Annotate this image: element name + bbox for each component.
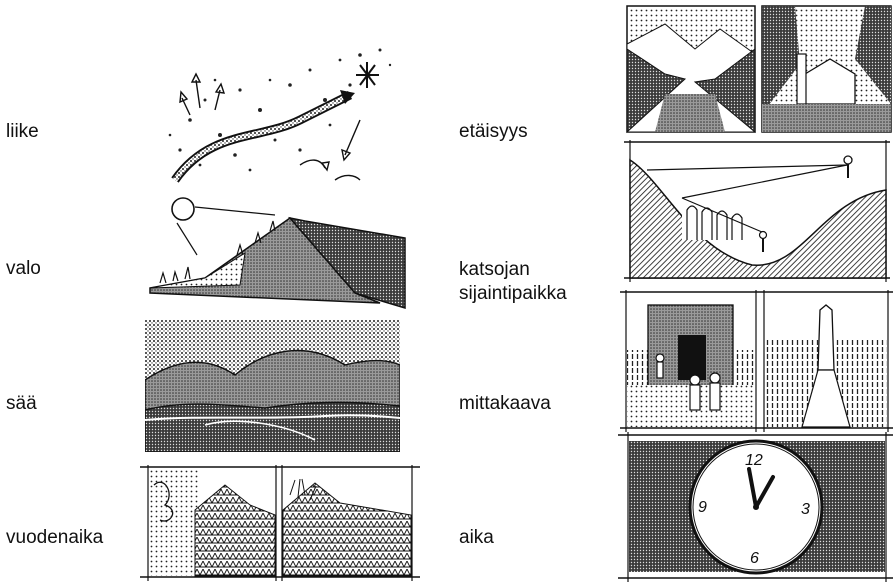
clock-number-3: 3 [801,499,810,521]
label-vuodenaika: vuodenaika [6,527,103,549]
label-etaisyys: etäisyys [459,121,528,143]
illustration-seasons [140,465,420,581]
clock-number-6: 6 [750,548,759,570]
clock-number-9: 9 [698,497,707,519]
label-valo: valo [6,258,41,280]
label-liike: liike [6,121,39,143]
illustration-viewpoint [622,140,892,282]
illustration-light [145,193,407,311]
label-saa: sää [6,393,37,415]
illustration-distance [625,4,893,134]
label-sijaintipaikka: sijaintipaikka [459,283,567,305]
clock-number-12: 12 [745,450,763,472]
label-katsojan: katsojan [459,259,530,281]
label-aika: aika [459,527,494,549]
label-mittakaava: mittakaava [459,393,551,415]
illustration-motion [150,40,400,195]
illustration-weather [145,320,400,452]
illustration-scale [620,290,893,432]
